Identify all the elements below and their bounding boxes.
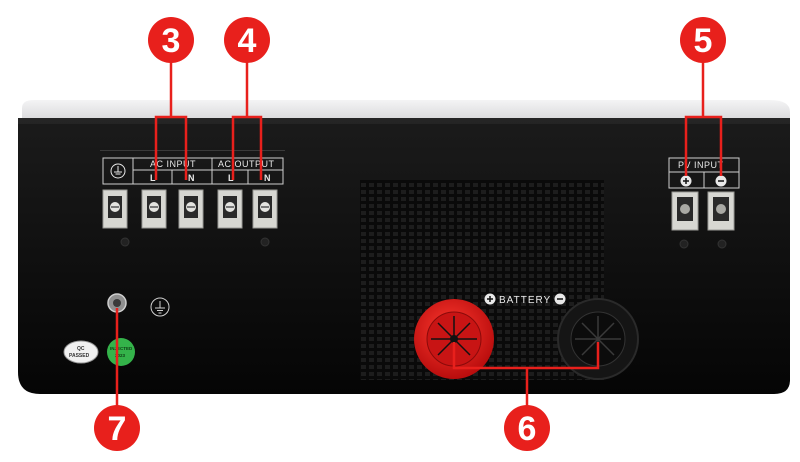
battery-positive-connector — [414, 299, 494, 379]
battery-terminals: BATTERY — [414, 293, 639, 380]
svg-text:7: 7 — [108, 410, 127, 448]
callout-7: 7 — [94, 405, 140, 451]
svg-text:5: 5 — [694, 22, 713, 60]
qc-sticker-line1: QC — [77, 346, 85, 352]
green-sticker-line1: INJECTED — [110, 346, 133, 351]
ac-input-n-label: N — [188, 173, 195, 183]
minus-icon — [715, 175, 727, 187]
ground-icon — [110, 163, 126, 179]
ac-terminals — [102, 189, 278, 247]
svg-text:6: 6 — [518, 410, 537, 448]
ac-input-label: AC INPUT — [150, 159, 196, 169]
svg-text:4: 4 — [238, 22, 257, 60]
pv-terminal-panel: PV INPUT — [668, 157, 740, 249]
callout-5: 5 — [680, 17, 726, 63]
battery-label: BATTERY — [499, 295, 551, 306]
svg-text:3: 3 — [162, 22, 181, 60]
battery-label-row: BATTERY — [484, 293, 566, 306]
qc-sticker-line2: PASSED — [69, 353, 90, 359]
qc-passed-sticker: QC PASSED — [63, 340, 99, 364]
ground-stud — [107, 293, 127, 313]
green-sticker: INJECTED 2023 — [107, 338, 135, 366]
terminal-ground — [102, 189, 128, 229]
ac-output-l-label: L — [228, 173, 234, 183]
terminal-ac-output-l — [217, 189, 243, 229]
callout-leaders — [115, 62, 723, 408]
plus-icon — [484, 293, 496, 305]
terminal-ac-input-n — [178, 189, 204, 229]
plus-icon — [680, 175, 692, 187]
ac-output-n-label: N — [264, 173, 271, 183]
terminal-ac-output-n — [252, 189, 278, 229]
pv-input-label: PV INPUT — [678, 160, 724, 170]
terminal-pv-negative — [707, 191, 735, 231]
ac-output-label: AC OUTPUT — [218, 159, 275, 169]
green-sticker-line2: 2023 — [115, 353, 126, 358]
callout-6: 6 — [504, 405, 550, 451]
callout-3: 3 — [148, 17, 194, 63]
ac-terminal-panel: AC INPUT AC OUTPUT L N L N — [102, 157, 284, 185]
terminal-ac-input-l — [141, 189, 167, 229]
callout-4: 4 — [224, 17, 270, 63]
ac-input-l-label: L — [150, 173, 156, 183]
battery-negative-connector — [557, 298, 639, 380]
minus-icon — [554, 293, 566, 305]
ground-icon — [150, 297, 170, 317]
terminal-pv-positive — [671, 191, 699, 231]
